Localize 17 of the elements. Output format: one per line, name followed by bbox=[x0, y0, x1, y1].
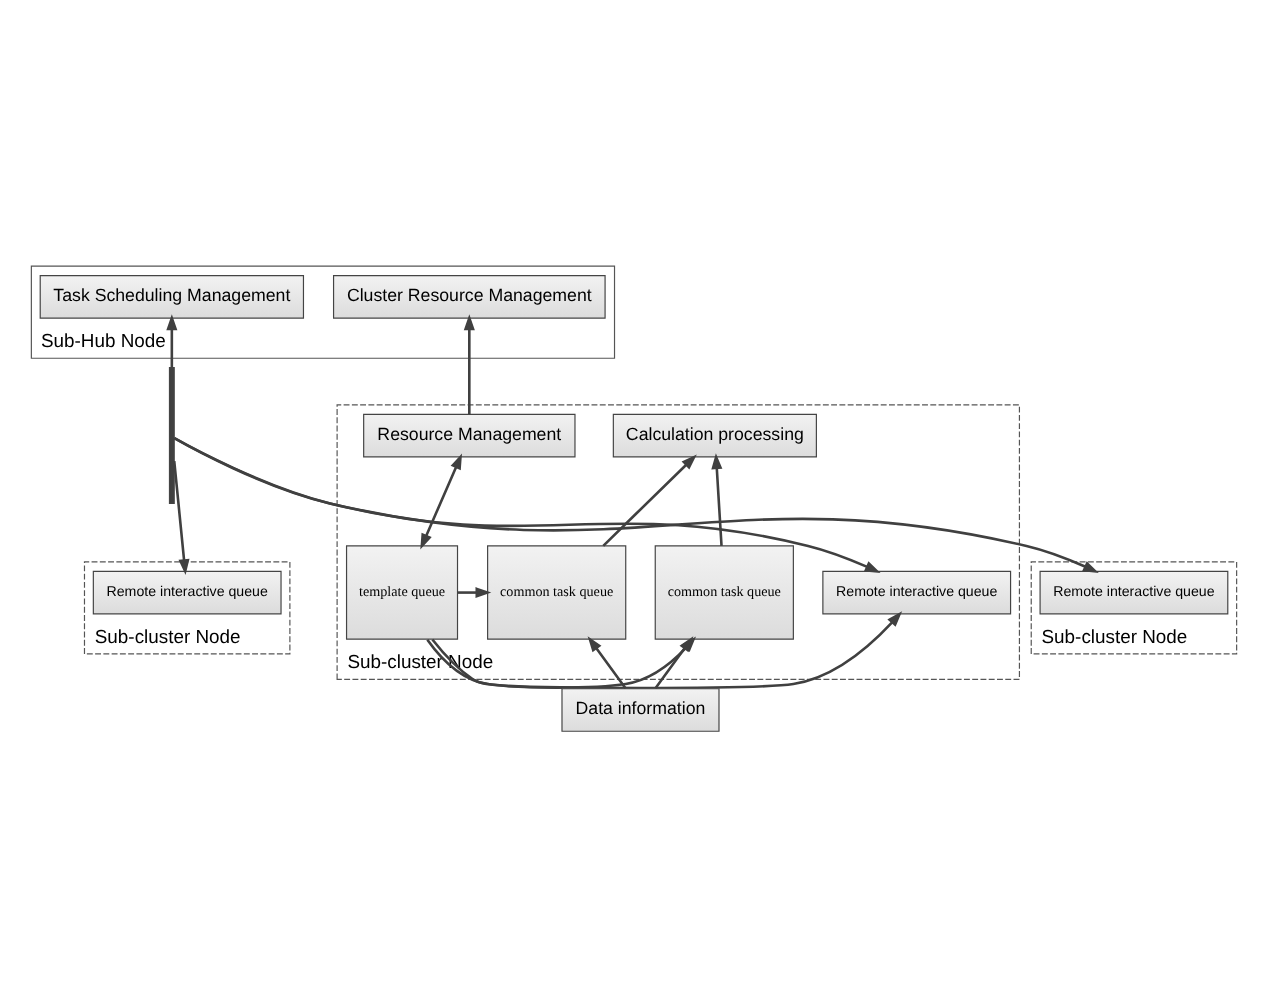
node-bar bbox=[168, 366, 175, 504]
arrow bbox=[711, 452, 723, 545]
arrow bbox=[166, 313, 178, 367]
node-box: Data information bbox=[561, 687, 720, 731]
arrow bbox=[173, 436, 881, 572]
arrow bbox=[420, 452, 462, 549]
node-box: Calculation processing bbox=[612, 412, 817, 457]
arrow bbox=[426, 610, 903, 689]
node-box: Resource Management bbox=[363, 412, 576, 457]
node-box: Task Scheduling Management bbox=[39, 274, 305, 318]
arrow bbox=[173, 436, 1099, 572]
arrow bbox=[172, 459, 190, 575]
node-box: Cluster Resource Management bbox=[333, 274, 606, 318]
arrow bbox=[457, 586, 492, 598]
arrow bbox=[587, 635, 627, 689]
arrow bbox=[602, 453, 697, 546]
arrow bbox=[463, 313, 475, 414]
